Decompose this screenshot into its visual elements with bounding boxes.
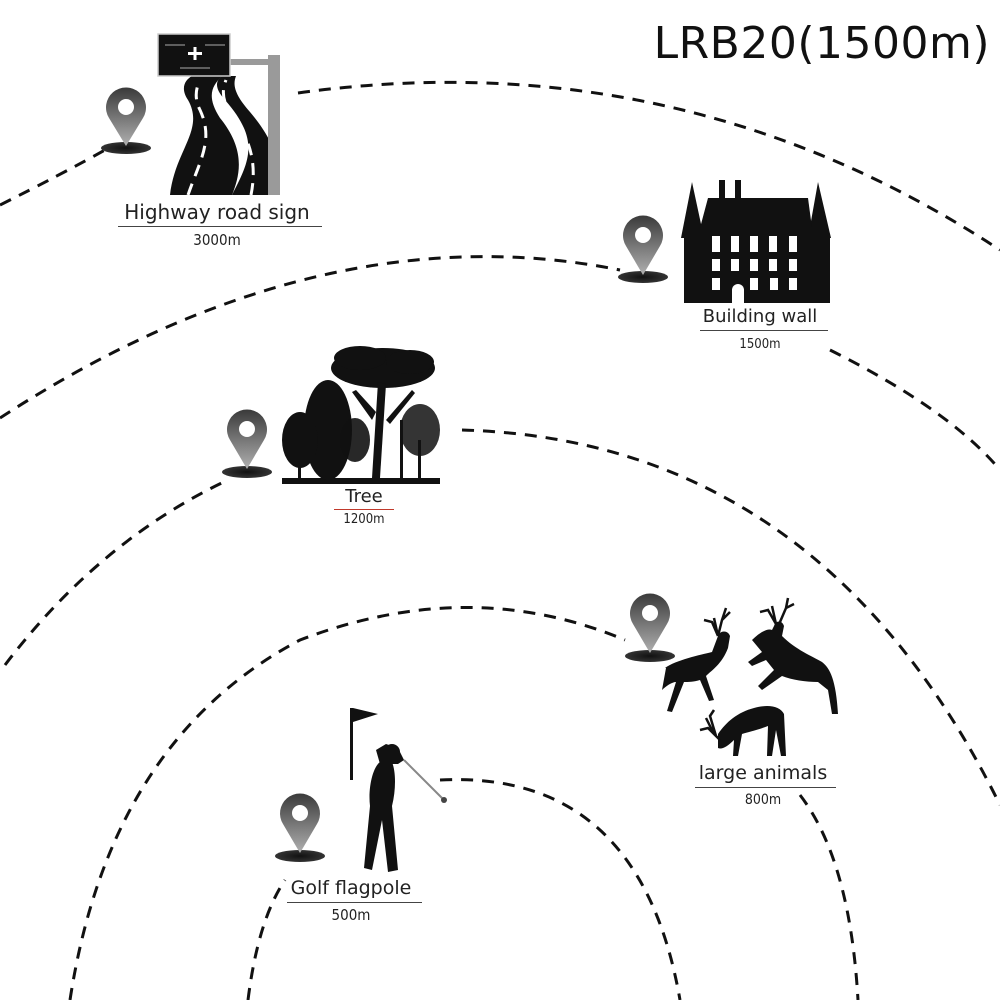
golfer-icon [350, 708, 447, 872]
range-arc-800m-right [798, 794, 860, 1000]
range-arc-500m [246, 879, 287, 1000]
range-arc-1200m [3, 478, 229, 666]
range-arc-1200m-right [461, 428, 1000, 806]
location-pin-icon [625, 593, 675, 662]
deer-icon [662, 597, 838, 756]
label-underline [287, 902, 422, 903]
page-title: LRB20(1500m) [653, 18, 990, 69]
location-pin-icon [275, 793, 325, 862]
highway-road-sign-icon [157, 33, 280, 196]
range-arc-500m-right [439, 778, 682, 1000]
target-label-golf-flagpole: Golf flagpole [290, 877, 412, 899]
target-label-tree: Tree [345, 486, 383, 507]
label-underline [118, 226, 322, 227]
target-label-building-wall: Building wall [702, 306, 818, 327]
range-arc-800m [68, 606, 626, 1000]
target-label-highway-road-sign: Highway road sign [124, 200, 310, 224]
label-underline [334, 509, 394, 510]
tree-icon [282, 346, 440, 484]
range-arc-1500m [0, 255, 621, 420]
range-arc-1500m-right [829, 348, 1000, 471]
target-distance-highway-road-sign: 3000m [193, 231, 241, 249]
range-arcs [0, 80, 1000, 1000]
location-pin-icon [618, 215, 668, 283]
label-underline [700, 330, 828, 331]
target-distance-building-wall: 1500m [739, 337, 781, 352]
label-underline [695, 787, 836, 788]
building-icon [681, 180, 831, 303]
location-pin-icon [222, 409, 272, 478]
range-arc-3000m [0, 148, 106, 207]
target-distance-large-animals: 800m [744, 792, 782, 808]
location-pin-icon [101, 87, 151, 154]
target-label-large-animals: large animals [698, 762, 828, 784]
target-distance-tree: 1200m [343, 512, 385, 527]
target-distance-golf-flagpole: 500m [331, 906, 371, 924]
range-arc-3000m-right [297, 80, 1000, 252]
